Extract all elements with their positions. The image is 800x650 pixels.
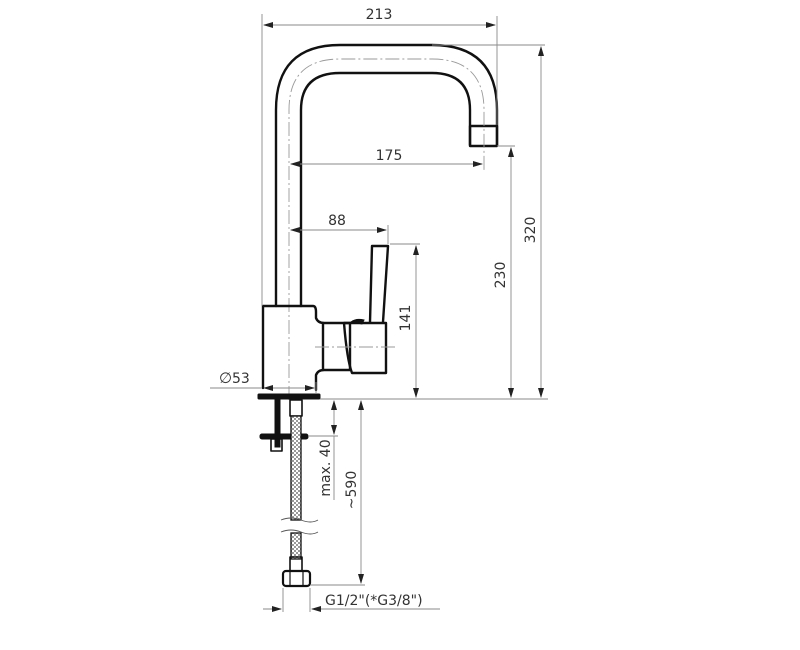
hose-break-upper [280, 517, 319, 523]
mounting-nut [270, 438, 283, 452]
spout [274, 43, 499, 308]
dim-lever-height: 141 [398, 305, 414, 332]
spout-inner [299, 71, 472, 308]
dim-total-height: 320 [523, 217, 539, 244]
dim-base-diameter: 53 [232, 371, 250, 387]
dim-spout-reach: 175 [376, 148, 403, 164]
hose-ferrule-top [289, 399, 303, 417]
lever-cap [349, 318, 365, 325]
faucet-body [261, 304, 352, 392]
dim-total-reach: 213 [366, 7, 393, 23]
spout-centerline [288, 58, 485, 400]
dimension-annotations: 213 320 230 175 88 141 ∅ 53 m [210, 7, 548, 612]
dim-lever-reach: 88 [328, 213, 346, 229]
faucet-outline [257, 43, 499, 588]
lever-handle [368, 244, 390, 324]
dim-connection-thread: G1/2"(*G3/8") [325, 593, 423, 609]
aerator [468, 124, 499, 148]
braided-hose-upper [290, 415, 302, 521]
dim-max-countertop: max. 40 [318, 439, 334, 496]
braided-hose-lower [290, 532, 302, 560]
dim-base-diameter-symbol: ∅ [219, 369, 232, 387]
dim-hose-length: ~590 [344, 471, 360, 509]
base-plate [257, 393, 321, 400]
lever-hub [342, 321, 388, 375]
dim-spout-outlet-height: 230 [493, 262, 509, 289]
hex-nut-connector [281, 569, 312, 588]
mounting-stud [274, 398, 281, 448]
hose-break-lower [280, 529, 319, 535]
